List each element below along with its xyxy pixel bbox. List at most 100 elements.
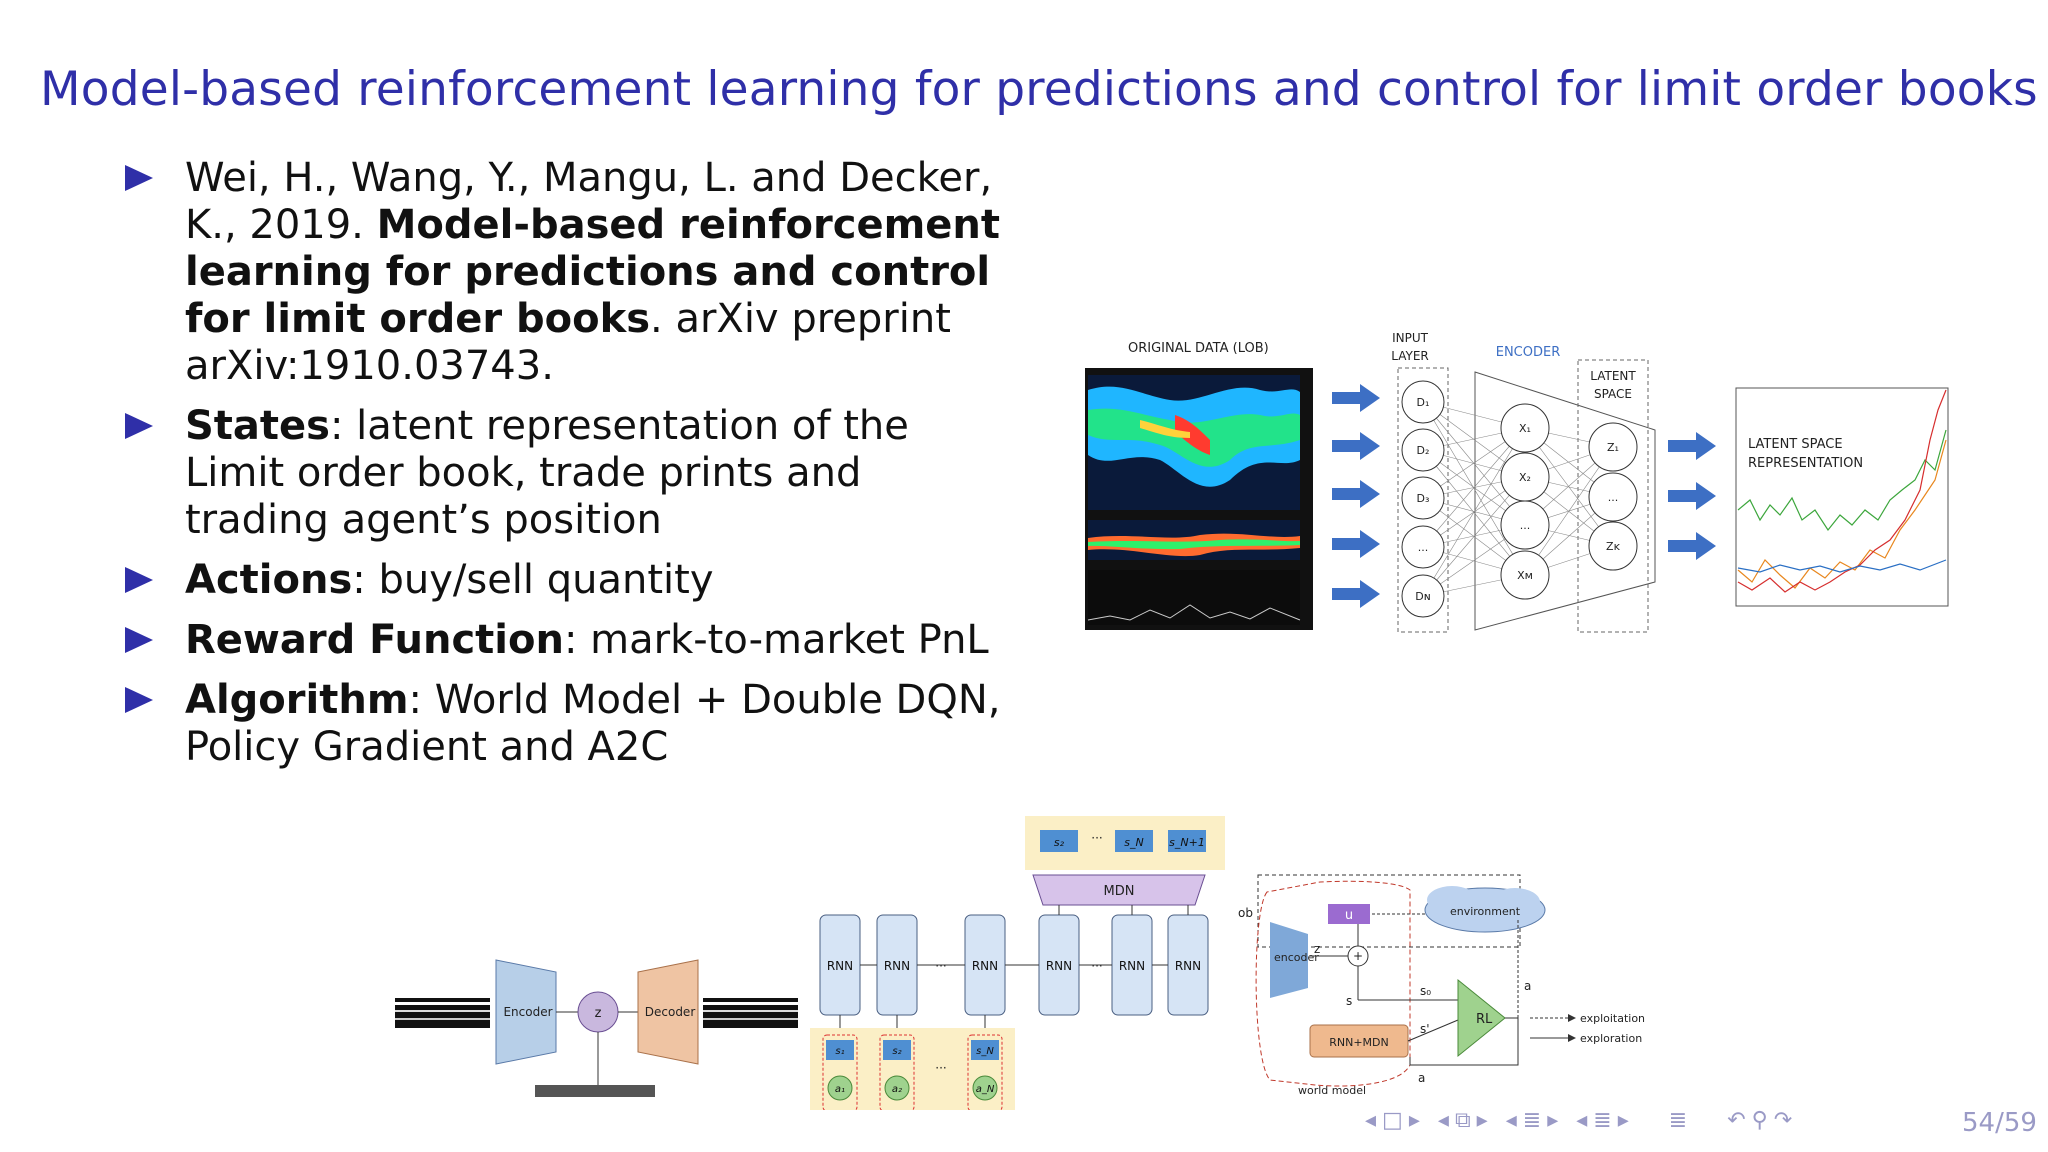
s-label: s — [1346, 994, 1352, 1008]
lob-autoencoder-figure: ORIGINAL DATA (LOB) INPUT LAYER ENCODER … — [1085, 331, 1949, 633]
node-label: D₂ — [1417, 444, 1430, 457]
environment-cloud — [1424, 886, 1546, 933]
nav-prev-subsection-icon[interactable]: ◂ — [1437, 1107, 1449, 1133]
output-arrows — [1668, 432, 1716, 560]
rnn-label: RNN — [827, 959, 853, 973]
s-prime-label: s' — [1420, 1022, 1430, 1036]
citation-title: Model-based reinforcement learning for p… — [185, 202, 1000, 342]
bullet-triangle-icon — [125, 567, 153, 593]
world-model-figure: Encoder z Decoder s₂ s_N s_N+1 ··· MDN R… — [395, 816, 1225, 1110]
nav-part-icon[interactable]: ≣ — [1593, 1107, 1612, 1133]
bullet-item: Actions: buy/sell quantity — [125, 557, 1005, 604]
state-label: s₂ — [892, 1046, 901, 1057]
citation-source: . arXiv preprint arXiv:1910.03743. — [185, 296, 951, 389]
state-label: s₂ — [1054, 836, 1065, 849]
nav-next-section-icon[interactable]: ▸ — [1547, 1107, 1559, 1133]
environment-label: environment — [1450, 905, 1521, 918]
node-label: ... — [1608, 491, 1619, 504]
node-label: Xᴍ — [1517, 569, 1533, 582]
nav-search-icon[interactable]: ⚲ — [1751, 1107, 1768, 1133]
bullet-item: Wei, H., Wang, Y., Mangu, L. and Decker,… — [125, 155, 1005, 390]
bullet-term: Reward Function — [185, 617, 564, 663]
decoder-label: Decoder — [645, 1005, 696, 1019]
rnn-label: RNN — [1046, 959, 1072, 973]
latent-series-lines — [1737, 389, 1947, 593]
latent-space-box — [1577, 359, 1649, 633]
encoder-label: Encoder — [503, 1005, 552, 1019]
nav-next-part-icon[interactable]: ▸ — [1617, 1107, 1629, 1133]
encoder-block — [1270, 922, 1308, 998]
bullet-item: States: latent representation of the Lim… — [125, 403, 1005, 544]
bullet-term: Algorithm — [185, 677, 409, 723]
latent-representation-label: REPRESENTATION — [1748, 456, 1863, 471]
a-label: a — [1418, 1071, 1425, 1085]
action-label: a₁ — [835, 1084, 845, 1095]
nav-next-subsection-icon[interactable]: ▸ — [1476, 1107, 1488, 1133]
latent-label: SPACE — [1594, 387, 1632, 401]
u-block — [1328, 904, 1370, 924]
encoder-label: ENCODER — [1496, 345, 1561, 360]
beamer-navigation: ◂ □ ▸ ◂ ⧉ ▸ ◂ ≣ ▸ ◂ ≣ ▸ ≣ ↶ ⚲ ↷ — [1365, 1105, 1798, 1135]
bullet-triangle-icon — [125, 413, 153, 439]
output-frame-image — [703, 998, 798, 1028]
s0-label: s₀ — [1420, 984, 1431, 998]
rnn-mdn-label: RNN+MDN — [1329, 1036, 1389, 1049]
encoder-block — [495, 959, 557, 1065]
rl-label: RL — [1476, 1012, 1493, 1027]
latent-representation-label: LATENT SPACE — [1748, 437, 1843, 452]
node-label: X₂ — [1519, 471, 1531, 484]
bullet-text: : buy/sell quantity — [352, 557, 714, 603]
bullet-triangle-icon — [125, 687, 153, 713]
rl-block — [1457, 978, 1506, 1058]
input-layer-label: INPUT — [1392, 331, 1429, 345]
nav-subsection-icon[interactable]: ⧉ — [1454, 1107, 1471, 1133]
world-model-label: world model — [1298, 1084, 1366, 1097]
state-label: s_N+1 — [1169, 836, 1205, 849]
z-label: z — [595, 1006, 602, 1021]
bullet-list: Wei, H., Wang, Y., Mangu, L. and Decker,… — [125, 155, 1005, 784]
rnn-label: RNN — [972, 959, 998, 973]
a-label: a — [1524, 979, 1531, 993]
nav-prev-part-icon[interactable]: ◂ — [1576, 1107, 1588, 1133]
latent-label: LATENT — [1590, 369, 1636, 383]
nav-section-icon[interactable]: ≣ — [1522, 1107, 1542, 1133]
latent-bar-image — [535, 1085, 655, 1097]
bullet-item: Algorithm: World Model + Double DQN, Pol… — [125, 677, 1005, 771]
exploitation-label: exploitation — [1580, 1012, 1645, 1025]
plus-label: + — [1353, 949, 1363, 963]
original-data-label: ORIGINAL DATA (LOB) — [1128, 341, 1269, 356]
nav-next-frame-icon[interactable]: ▸ — [1408, 1107, 1420, 1133]
encoder-label: encoder — [1274, 951, 1319, 964]
nav-forward-icon[interactable]: ↷ — [1773, 1107, 1793, 1133]
ellipsis: ··· — [1091, 959, 1102, 973]
bullet-term: States — [185, 403, 330, 449]
bullet-triangle-icon — [125, 165, 153, 191]
nav-back-icon[interactable]: ↶ — [1727, 1107, 1746, 1133]
nav-prev-frame-icon[interactable]: ◂ — [1365, 1107, 1377, 1133]
node-label: ... — [1418, 541, 1429, 554]
state-label: s_N — [1124, 836, 1143, 849]
node-label: ... — [1520, 519, 1531, 532]
bullet-item: Reward Function: mark-to-market PnL — [125, 617, 1005, 664]
bullet-text: : World Model + Double DQN, Policy Gradi… — [185, 677, 1001, 770]
ellipsis: ··· — [1091, 831, 1102, 845]
rnn-label: RNN — [1119, 959, 1145, 973]
node-label: Z₁ — [1607, 441, 1619, 454]
nav-frame-icon[interactable]: □ — [1382, 1107, 1403, 1133]
action-label: a_N — [976, 1084, 995, 1095]
state-label: s₁ — [835, 1046, 844, 1057]
state-label: s_N — [976, 1046, 994, 1057]
lob-heatmap-image — [1085, 368, 1313, 630]
page-number: 54/59 — [1962, 1108, 2037, 1138]
nav-toc-icon[interactable]: ≣ — [1668, 1107, 1688, 1133]
mdn-label: MDN — [1104, 884, 1135, 899]
input-layer-label: LAYER — [1391, 349, 1429, 363]
bullet-text: : latent representation of the Limit ord… — [185, 403, 909, 543]
citation-authors: Wei, H., Wang, Y., Mangu, L. and Decker,… — [185, 155, 993, 248]
node-label: D₁ — [1417, 396, 1430, 409]
z-label: z — [1314, 942, 1320, 956]
rnn-label: RNN — [884, 959, 910, 973]
ellipsis: ··· — [935, 1061, 946, 1075]
rl-loop-figure: ob u environment encoder z + s s₀ RNN+MD… — [1238, 874, 1645, 1097]
nav-prev-section-icon[interactable]: ◂ — [1505, 1107, 1517, 1133]
